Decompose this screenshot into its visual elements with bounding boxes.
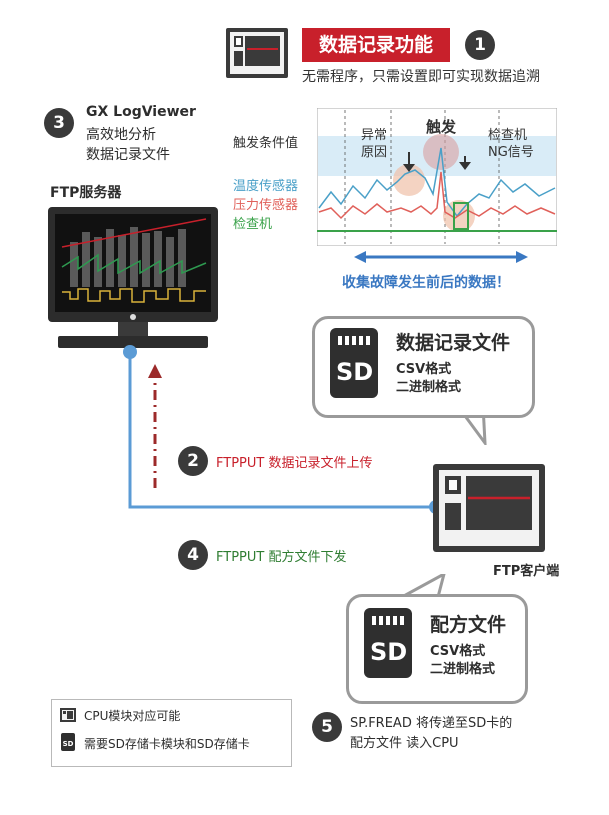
abnormal-cause-line2: 原因 [361, 145, 388, 160]
collect-caption: 收集故障发生前后的数据！ [342, 275, 510, 291]
legend-item-sd: 需要SD存储卡模块和SD存储卡 [84, 737, 250, 751]
data-logging-title: 数据记录功能 [302, 28, 450, 62]
step-5-badge: 5 [312, 712, 342, 742]
inspection-ng-line2: NG信号 [488, 145, 534, 160]
inspection-ng-line1: 检查机 [488, 128, 528, 143]
step-1-badge: 1 [465, 30, 495, 60]
trigger-label: 触发 [426, 118, 457, 136]
temp-sensor-label: 温度传感器 [233, 179, 299, 194]
legend-sd-icon: SD [61, 733, 75, 751]
legend-box [51, 699, 292, 767]
inspection-label: 检查机 [233, 217, 273, 232]
recipe-format-binary: 二进制格式 [430, 662, 496, 677]
datalog-file-title: 数据记录文件 [396, 332, 511, 354]
logviewer-line3: 数据记录文件 [86, 147, 170, 163]
recipe-format-csv: CSV格式 [430, 644, 486, 659]
step-3-badge: 3 [44, 108, 74, 138]
legend-cpu-icon [60, 708, 76, 722]
recipe-sd-card-icon: SD [364, 608, 412, 678]
recipe-file-title: 配方文件 [430, 614, 507, 636]
logviewer-line2: 高效地分析 [86, 127, 156, 143]
sd-card-icon: SD [330, 328, 378, 398]
trigger-value-label: 触发条件值 [233, 136, 299, 151]
ftp-client-label: FTP客户端 [493, 564, 560, 579]
step-2-upload-text: FTPPUT 数据记录文件上传 [216, 456, 373, 471]
pressure-sensor-label: 压力传感器 [233, 198, 299, 213]
ftp-server-label: FTP服务器 [50, 185, 122, 201]
datalog-format-binary: 二进制格式 [396, 380, 462, 395]
step-4-download-text: FTPPUT 配方文件下发 [216, 550, 347, 565]
abnormal-cause-line1: 异常 [361, 128, 388, 143]
step-5-line2: 配方文件 读入CPU [350, 736, 459, 751]
ftp-client-plc-icon [433, 464, 545, 552]
time-range-arrow [354, 251, 528, 263]
step-2-badge: 2 [178, 446, 208, 476]
data-log-graph [317, 108, 557, 246]
plc-module-icon [226, 28, 288, 78]
datalog-format-csv: CSV格式 [396, 362, 452, 377]
ftp-server-monitor [48, 207, 218, 348]
header-subtitle: 无需程序，只需设置即可实现数据追溯 [302, 69, 540, 85]
legend-item-cpu: CPU模块对应可能 [84, 709, 181, 723]
step-4-badge: 4 [178, 540, 208, 570]
step-5-line1: SP.FREAD 将传递至SD卡的 [350, 716, 513, 731]
logviewer-name: GX LogViewer [86, 104, 196, 120]
